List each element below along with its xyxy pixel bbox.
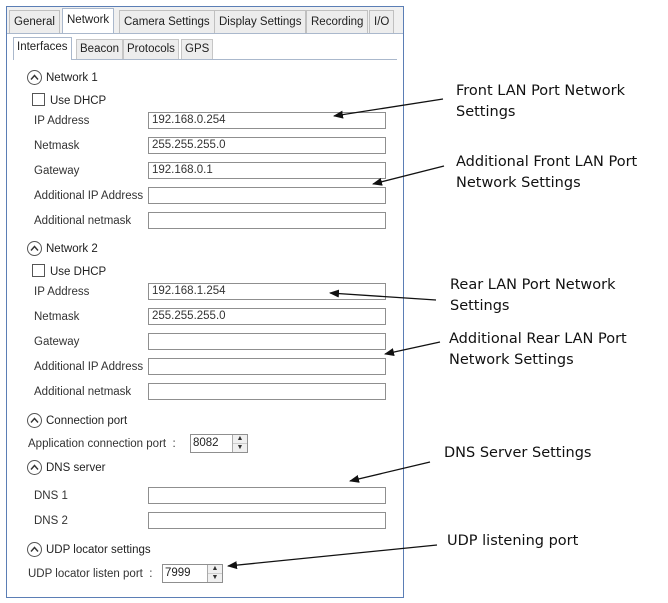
subtab-beacon[interactable]: Beacon xyxy=(76,39,124,59)
annotation-line: Rear LAN Port Network xyxy=(450,277,616,293)
spin-down-icon[interactable]: ▼ xyxy=(233,443,247,452)
arrow-front-lan xyxy=(333,98,444,119)
network2-additional-ip-label: Additional IP Address xyxy=(34,361,144,373)
arrow-dns xyxy=(349,461,431,483)
udp-title: UDP locator settings xyxy=(46,544,151,556)
annotation-line: Network Settings xyxy=(456,175,581,191)
network2-title: Network 2 xyxy=(46,243,98,255)
spin-up-icon[interactable]: ▲ xyxy=(208,565,222,573)
network1-title: Network 1 xyxy=(46,72,98,84)
network2-section-header[interactable]: Network 2 xyxy=(27,240,98,258)
arrow-udp xyxy=(227,544,438,570)
annotation-line: Settings xyxy=(456,104,516,120)
udp-section-header[interactable]: UDP locator settings xyxy=(27,541,151,559)
dns2-field[interactable] xyxy=(148,512,386,529)
settings-window: General Network Camera Settings Display … xyxy=(6,6,404,598)
dns2-label: DNS 2 xyxy=(34,515,68,527)
network2-gateway-field[interactable] xyxy=(148,333,386,350)
application-connection-port-label: Application connection port : xyxy=(28,435,176,453)
annotation-additional-rear-lan: Additional Rear LAN Port Network Setting… xyxy=(449,329,627,371)
main-tab-bar: General Network Camera Settings Display … xyxy=(7,7,403,34)
annotation-dns: DNS Server Settings xyxy=(444,443,591,464)
tab-io[interactable]: I/O xyxy=(369,10,395,33)
annotation-line: Additional Front LAN Port xyxy=(456,154,638,170)
application-connection-port-text: Application connection port xyxy=(28,438,167,450)
chevron-up-icon xyxy=(27,241,42,257)
annotation-rear-lan: Rear LAN Port Network Settings xyxy=(450,275,615,317)
network1-additional-ip-label: Additional IP Address xyxy=(34,190,144,202)
label-separator: : xyxy=(149,568,153,580)
udp-listen-port-label: UDP locator listen port : xyxy=(28,565,152,583)
network1-additional-netmask-label: Additional netmask xyxy=(34,215,132,227)
spin-up-icon[interactable]: ▲ xyxy=(233,435,247,443)
annotation-line: Settings xyxy=(450,298,510,314)
network2-gateway-label: Gateway xyxy=(34,336,80,348)
network2-use-dhcp-checkbox[interactable]: Use DHCP xyxy=(32,264,106,280)
chevron-up-icon xyxy=(27,542,42,558)
application-connection-port-stepper[interactable]: 8082 ▲▼ xyxy=(190,434,248,453)
network1-netmask-label: Netmask xyxy=(34,140,80,152)
udp-listen-port-text: UDP locator listen port xyxy=(28,568,143,580)
chevron-up-icon xyxy=(27,70,42,86)
network2-ip-field[interactable]: 192.168.1.254 xyxy=(148,283,386,300)
spin-down-icon[interactable]: ▼ xyxy=(208,573,222,582)
annotation-front-lan: Front LAN Port Network Settings xyxy=(456,81,625,123)
dns1-label: DNS 1 xyxy=(34,490,68,502)
network2-additional-netmask-label: Additional netmask xyxy=(34,386,132,398)
subtab-interfaces[interactable]: Interfaces xyxy=(13,37,72,60)
tab-camera-settings[interactable]: Camera Settings xyxy=(119,10,215,33)
arrow-additional-front-lan xyxy=(372,165,445,186)
network1-additional-ip-field[interactable] xyxy=(148,187,386,204)
tab-general[interactable]: General xyxy=(9,10,60,33)
chevron-up-icon xyxy=(27,460,42,476)
network2-use-dhcp-label: Use DHCP xyxy=(50,266,107,278)
checkbox-box[interactable] xyxy=(32,264,45,278)
tab-display-settings[interactable]: Display Settings xyxy=(214,10,307,33)
network2-netmask-label: Netmask xyxy=(34,311,80,323)
tab-network[interactable]: Network xyxy=(62,8,115,33)
dns1-field[interactable] xyxy=(148,487,386,504)
network1-ip-field[interactable]: 192.168.0.254 xyxy=(148,112,386,129)
connection-port-section-header[interactable]: Connection port xyxy=(27,412,127,430)
annotation-udp: UDP listening port xyxy=(447,531,578,552)
network2-ip-label: IP Address xyxy=(34,286,90,298)
application-connection-port-value[interactable]: 8082 xyxy=(193,437,219,449)
annotation-additional-front-lan: Additional Front LAN Port Network Settin… xyxy=(456,152,637,194)
network1-use-dhcp-label: Use DHCP xyxy=(50,95,107,107)
checkbox-box[interactable] xyxy=(32,93,45,107)
network1-netmask-field[interactable]: 255.255.255.0 xyxy=(148,137,386,154)
network2-additional-ip-field[interactable] xyxy=(148,358,386,375)
arrow-additional-rear-lan xyxy=(384,341,441,356)
connection-port-title: Connection port xyxy=(46,415,128,427)
annotation-line: UDP listening port xyxy=(447,533,579,549)
subtab-gps[interactable]: GPS xyxy=(181,39,214,59)
network1-use-dhcp-checkbox[interactable]: Use DHCP xyxy=(32,93,106,109)
chevron-up-icon xyxy=(27,413,42,429)
network1-gateway-field[interactable]: 192.168.0.1 xyxy=(148,162,386,179)
dns-title: DNS server xyxy=(46,462,106,474)
network1-gateway-label: Gateway xyxy=(34,165,80,177)
network2-netmask-field[interactable]: 255.255.255.0 xyxy=(148,308,386,325)
arrow-rear-lan xyxy=(329,289,437,301)
network1-section-header[interactable]: Network 1 xyxy=(27,69,98,87)
network1-additional-netmask-field[interactable] xyxy=(148,212,386,229)
annotation-line: Network Settings xyxy=(449,352,574,368)
network2-additional-netmask-field[interactable] xyxy=(148,383,386,400)
udp-listen-port-stepper[interactable]: 7999 ▲▼ xyxy=(162,564,223,583)
udp-listen-port-value[interactable]: 7999 xyxy=(165,567,191,579)
subtab-protocols[interactable]: Protocols xyxy=(123,39,179,59)
annotation-line: DNS Server Settings xyxy=(444,445,592,461)
annotation-line: Additional Rear LAN Port xyxy=(449,331,627,347)
dns-section-header[interactable]: DNS server xyxy=(27,459,105,477)
network-sub-tab-bar: Interfaces Beacon Protocols GPS xyxy=(13,37,397,60)
tab-recording[interactable]: Recording xyxy=(306,10,369,33)
label-separator: : xyxy=(172,438,176,450)
network1-ip-label: IP Address xyxy=(34,115,90,127)
annotation-line: Front LAN Port Network xyxy=(456,83,625,99)
